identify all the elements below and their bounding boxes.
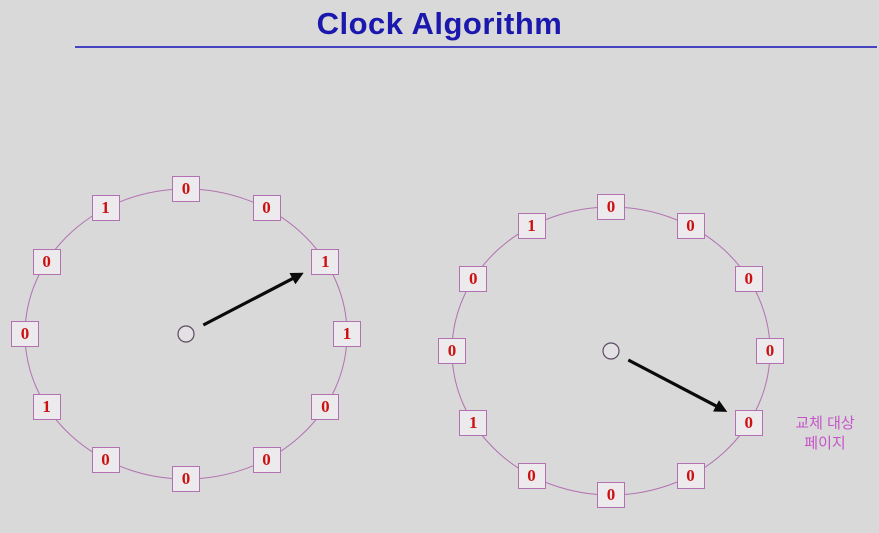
reference-bit-box-right-8: 1 xyxy=(459,410,488,436)
reference-bit-box-left-5: 0 xyxy=(252,446,281,473)
reference-bit-box-left-0: 0 xyxy=(172,176,200,202)
page-title: Clock Algorithm xyxy=(316,6,563,41)
reference-bit-box-left-11: 1 xyxy=(91,195,120,222)
replacement-target-label: 교체 대상 페이지 xyxy=(779,414,871,454)
reference-bit-box-right-4: 0 xyxy=(734,410,763,436)
reference-bit-box-left-7: 0 xyxy=(91,446,120,473)
reference-bit-box-left-6: 0 xyxy=(172,466,200,492)
reference-bit-box-right-3: 0 xyxy=(756,338,784,364)
reference-bit-box-right-0: 0 xyxy=(597,194,625,220)
clock-hand-arrow-left xyxy=(202,272,304,327)
reference-bit-box-right-9: 0 xyxy=(438,338,466,364)
clock-hand-arrow-right xyxy=(627,358,728,412)
clock-center-circle-left xyxy=(177,325,195,343)
title-underline xyxy=(75,46,877,48)
reference-bit-box-right-5: 0 xyxy=(676,462,705,489)
reference-bit-box-left-3: 1 xyxy=(333,321,361,347)
reference-bit-box-left-2: 1 xyxy=(311,248,340,275)
reference-bit-box-right-6: 0 xyxy=(597,482,625,508)
reference-bit-box-left-8: 1 xyxy=(32,393,61,420)
replacement-target-label-line1: 교체 대상 xyxy=(795,415,855,432)
reference-bit-box-left-4: 0 xyxy=(311,393,340,420)
reference-bit-box-right-1: 0 xyxy=(676,213,705,240)
replacement-target-label-line2: 페이지 xyxy=(804,435,846,452)
reference-bit-box-left-1: 0 xyxy=(252,195,281,222)
reference-bit-box-right-7: 0 xyxy=(517,462,546,489)
reference-bit-box-left-9: 0 xyxy=(11,321,39,347)
reference-bit-box-right-11: 1 xyxy=(517,213,546,240)
clock-center-circle-right xyxy=(602,342,620,360)
reference-bit-box-right-2: 0 xyxy=(734,266,763,292)
reference-bit-box-right-10: 0 xyxy=(459,266,488,292)
reference-bit-box-left-10: 0 xyxy=(32,248,61,275)
